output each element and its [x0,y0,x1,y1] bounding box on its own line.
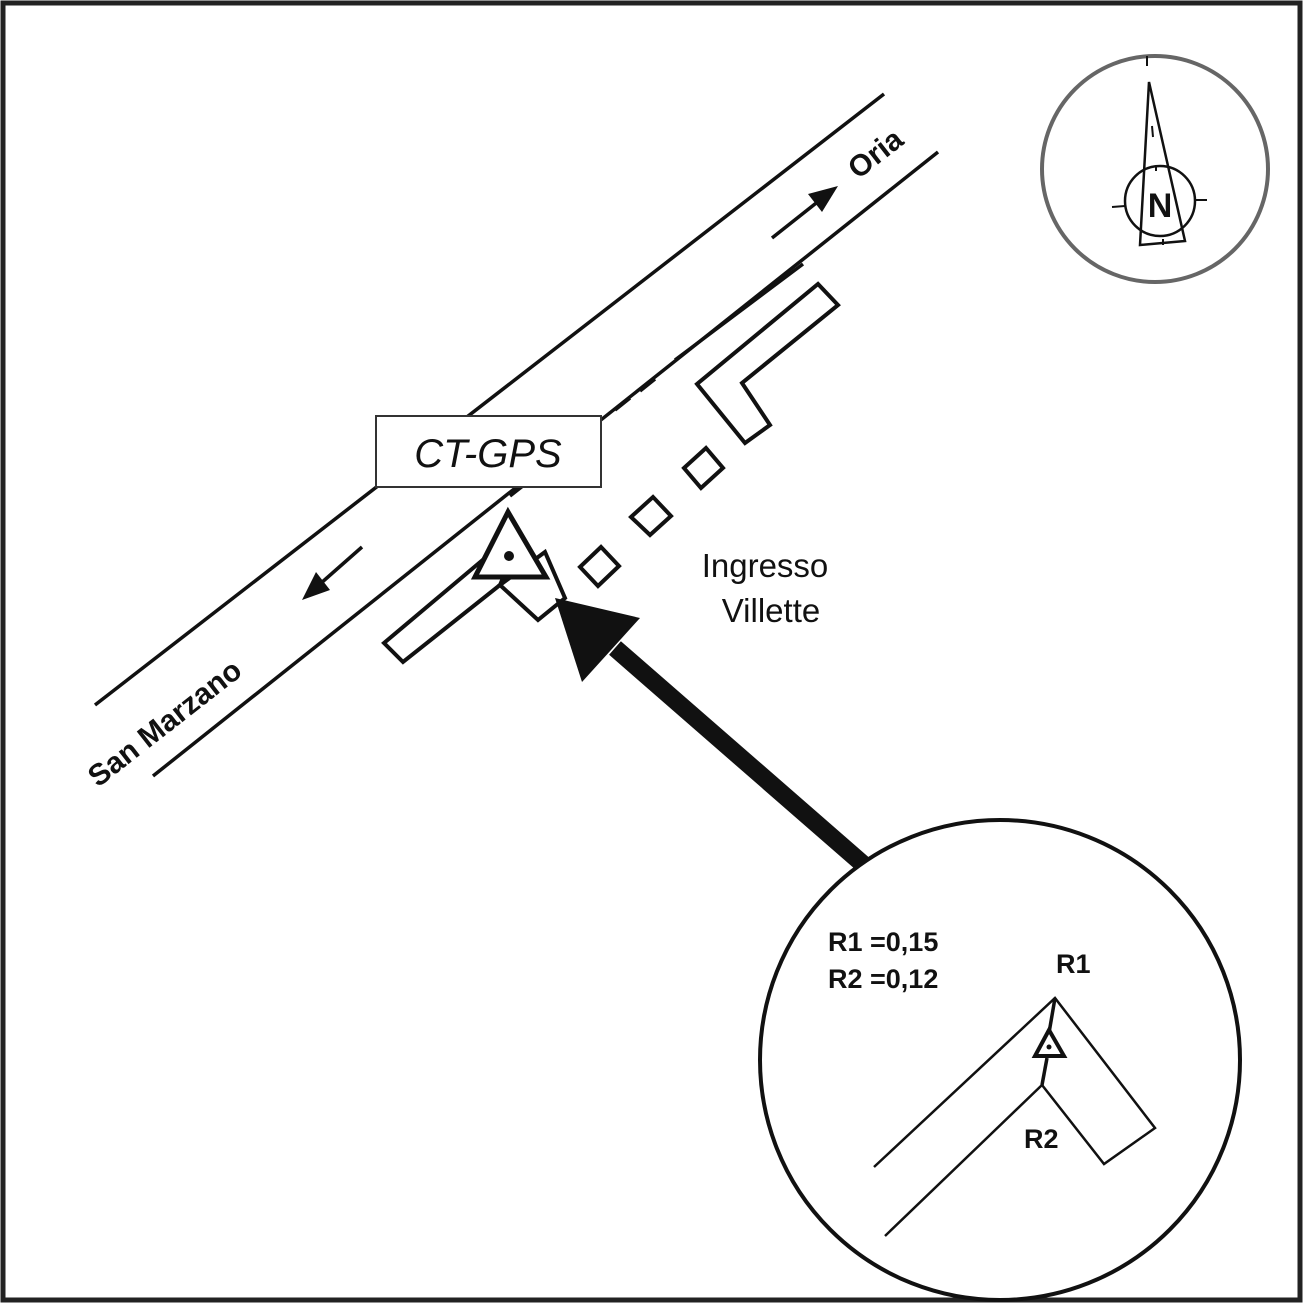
station-point [504,551,514,561]
inset-station-point [1046,1044,1052,1050]
point-label-r1: R1 [1056,949,1091,979]
pointer-arrow [555,598,878,879]
inset-station-marker [1031,1025,1068,1058]
inset-offset-r1 [1047,997,1057,1034]
measure-r2: R2 =0,12 [828,964,938,994]
pillar [681,445,726,491]
site-label-line2: Villette [722,592,820,629]
pillar [577,544,622,589]
station-label-box: CT-GPS [375,415,602,488]
inset-offset-r2 [1040,1057,1049,1086]
pillar [628,494,674,538]
north-compass: N [1040,54,1270,284]
site-label-line1: Ingresso [702,547,829,584]
entrance-pillars [577,445,726,589]
measure-r1: R1 =0,15 [828,927,938,957]
inset-building-outline [873,996,1157,1237]
north-label: N [1148,187,1173,225]
arrow-to-san-marzano [302,545,364,600]
arrow-to-oria [770,186,838,240]
l-shaped-building [694,281,841,446]
detail-inset: R1 =0,15 R2 =0,12 R1 R2 [758,818,1242,1302]
station-label: CT-GPS [414,432,562,476]
point-label-r2: R2 [1024,1124,1059,1154]
gps-station-marker [470,506,551,580]
road-edge-north [93,92,886,707]
